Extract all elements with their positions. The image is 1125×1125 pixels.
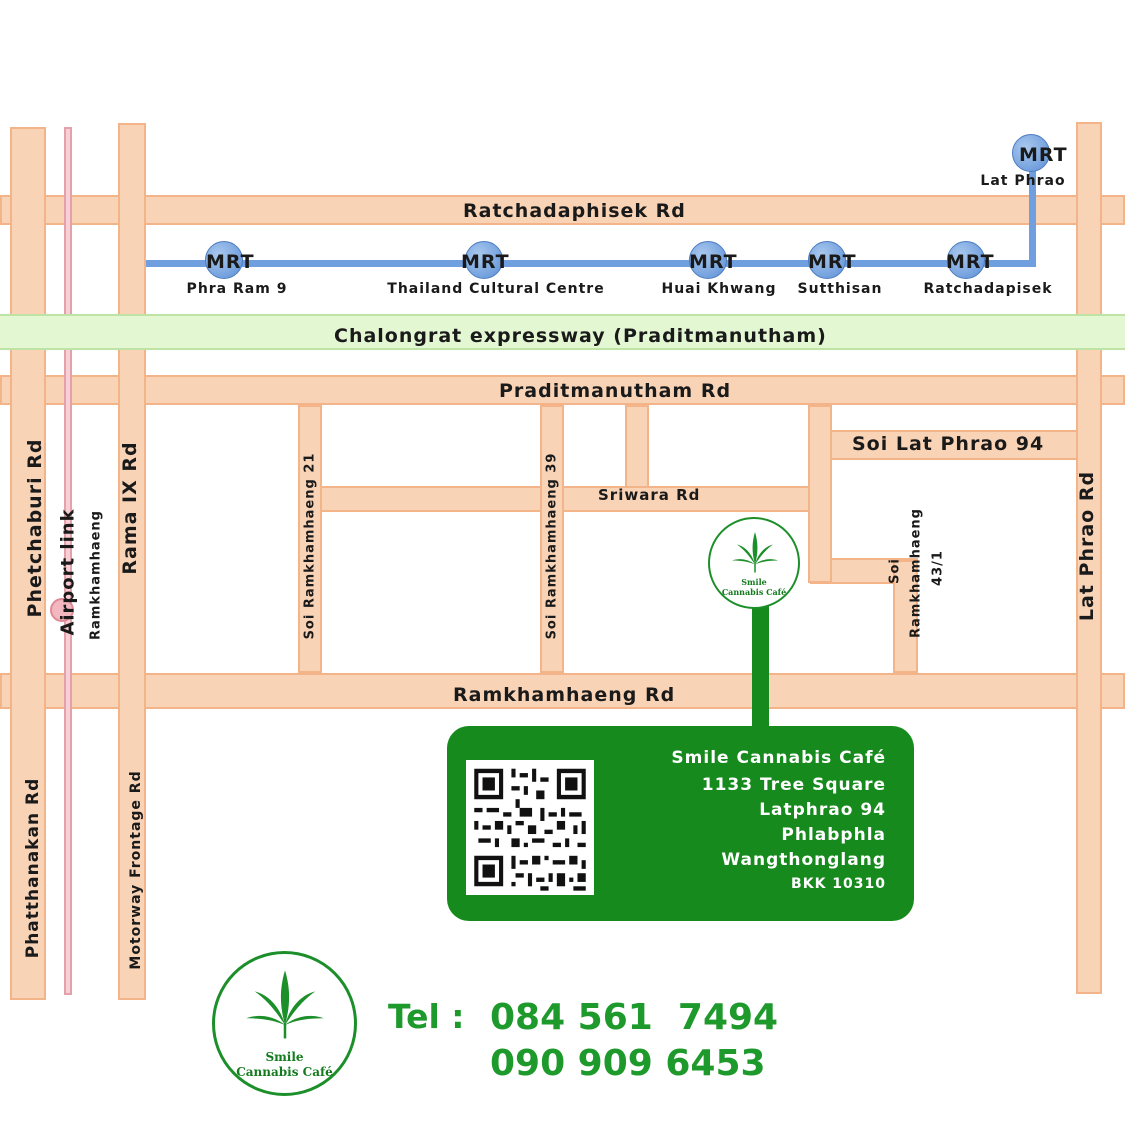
cannabis-leaf-icon [246, 970, 324, 1039]
cafe-name: Smile Cannabis Café [671, 748, 886, 768]
soi-ram-43-1-road [893, 560, 918, 673]
praditmanutham-road [0, 375, 1125, 405]
tel-label: Tel : [388, 997, 465, 1036]
chalongrat-expressway [0, 314, 1125, 350]
ramkhamhaeng-road [0, 673, 1125, 709]
qr-code-icon [466, 760, 594, 895]
soi-ram-21-road [298, 405, 322, 673]
ratchadaphisek-label: Ratchadaphisek Rd [463, 200, 686, 222]
mrt-line [146, 260, 1036, 267]
rama-ix-label: Rama IX Rd [119, 441, 141, 575]
sriwara-connector-road [625, 405, 649, 488]
soi-ram-43-1-label-a: Soi [887, 558, 903, 584]
phetchaburi-road [10, 127, 46, 1000]
soi-ram-39-road [540, 405, 564, 673]
cannabis-leaf-icon [732, 532, 778, 573]
phetchaburi-label: Phetchaburi Rd [24, 438, 46, 618]
phone-number-1[interactable]: 084 561 7494 [490, 997, 779, 1038]
address-line-1: 1133 Tree Square [701, 775, 886, 795]
lat-phrao-label: Lat Phrao Rd [1076, 470, 1098, 622]
sriwara-label: Sriwara Rd [598, 486, 701, 504]
logo-line1: Smile [265, 1050, 304, 1064]
mrt-station-phra-ram-9: Phra Ram 9 [186, 281, 288, 297]
address-line-3: Phlabphla [781, 825, 886, 845]
ratchadaphisek-road [0, 195, 1125, 225]
mrt-badge: MRT [1019, 144, 1068, 166]
phatthanakan-label: Phatthanakan Rd [23, 777, 43, 959]
mrt-station-ratchadapisek: Ratchadapisek [923, 281, 1053, 297]
soi-lat-phrao-94-label: Soi Lat Phrao 94 [852, 433, 1045, 455]
cafe-pin-stem [752, 604, 769, 728]
soi-ram-43-1-label-c: 43/1 [930, 550, 946, 586]
airport-link-line [64, 127, 72, 995]
airport-link-station-icon [50, 598, 74, 622]
mrt-station-lat-phrao: Lat Phrao [980, 173, 1066, 189]
mrt-station-thailand-cultural-centre: Thailand Cultural Centre [387, 281, 605, 297]
mrt-station-icon [689, 241, 727, 279]
address-line-2: Latphrao 94 [759, 800, 886, 820]
marker-logo-line2: Cannabis Café [721, 587, 787, 597]
mrt-station-icon [205, 241, 243, 279]
mrt-line-vertical [1029, 135, 1036, 267]
mrt-station-icon [1012, 134, 1050, 172]
lat-phrao-road [1076, 122, 1102, 994]
soi-ram-43-1-label-b: Ramkhamhaeng [908, 508, 924, 638]
soi-ram-21-label: Soi Ramkhamhaeng 21 [302, 452, 318, 640]
soi-ram-39-label: Soi Ramkhamhaeng 39 [544, 452, 560, 640]
mrt-badge: MRT [206, 251, 255, 273]
mrt-station-icon [947, 241, 985, 279]
address-line-5: BKK 10310 [791, 876, 886, 892]
marker-logo-line1: Smile [741, 577, 767, 587]
praditmanutham-label: Praditmanutham Rd [499, 380, 732, 402]
mrt-badge: MRT [946, 251, 995, 273]
motorway-frontage-label: Motorway Frontage Rd [128, 770, 144, 970]
cafe-map-marker[interactable]: Smile Cannabis Café [708, 517, 800, 609]
mrt-station-icon [465, 241, 503, 279]
airport-link-station-label: Ramkhamhaeng [88, 510, 104, 640]
ramkhamhaeng-label: Ramkhamhaeng Rd [453, 684, 676, 706]
mrt-station-icon [808, 241, 846, 279]
mrt-badge: MRT [461, 251, 510, 273]
mrt-station-huai-khwang: Huai Khwang [661, 281, 777, 297]
soi-lat-phrao-94-vertical [808, 405, 832, 583]
mrt-badge: MRT [689, 251, 738, 273]
airport-link-label: Airport link [57, 508, 79, 636]
logo-line2: Cannabis Café [236, 1065, 333, 1079]
mrt-badge: MRT [808, 251, 857, 273]
rama-ix-road [118, 123, 146, 1000]
chalongrat-label: Chalongrat expressway (Praditmanutham) [334, 325, 827, 347]
qr-code[interactable] [466, 760, 594, 895]
address-line-4: Wangthonglang [721, 850, 886, 870]
mrt-station-sutthisan: Sutthisan [797, 281, 883, 297]
cafe-logo: Smile Cannabis Café [212, 951, 357, 1096]
soi-lat-phrao-94-road [810, 430, 1080, 460]
phone-number-2[interactable]: 090 909 6453 [490, 1043, 766, 1084]
